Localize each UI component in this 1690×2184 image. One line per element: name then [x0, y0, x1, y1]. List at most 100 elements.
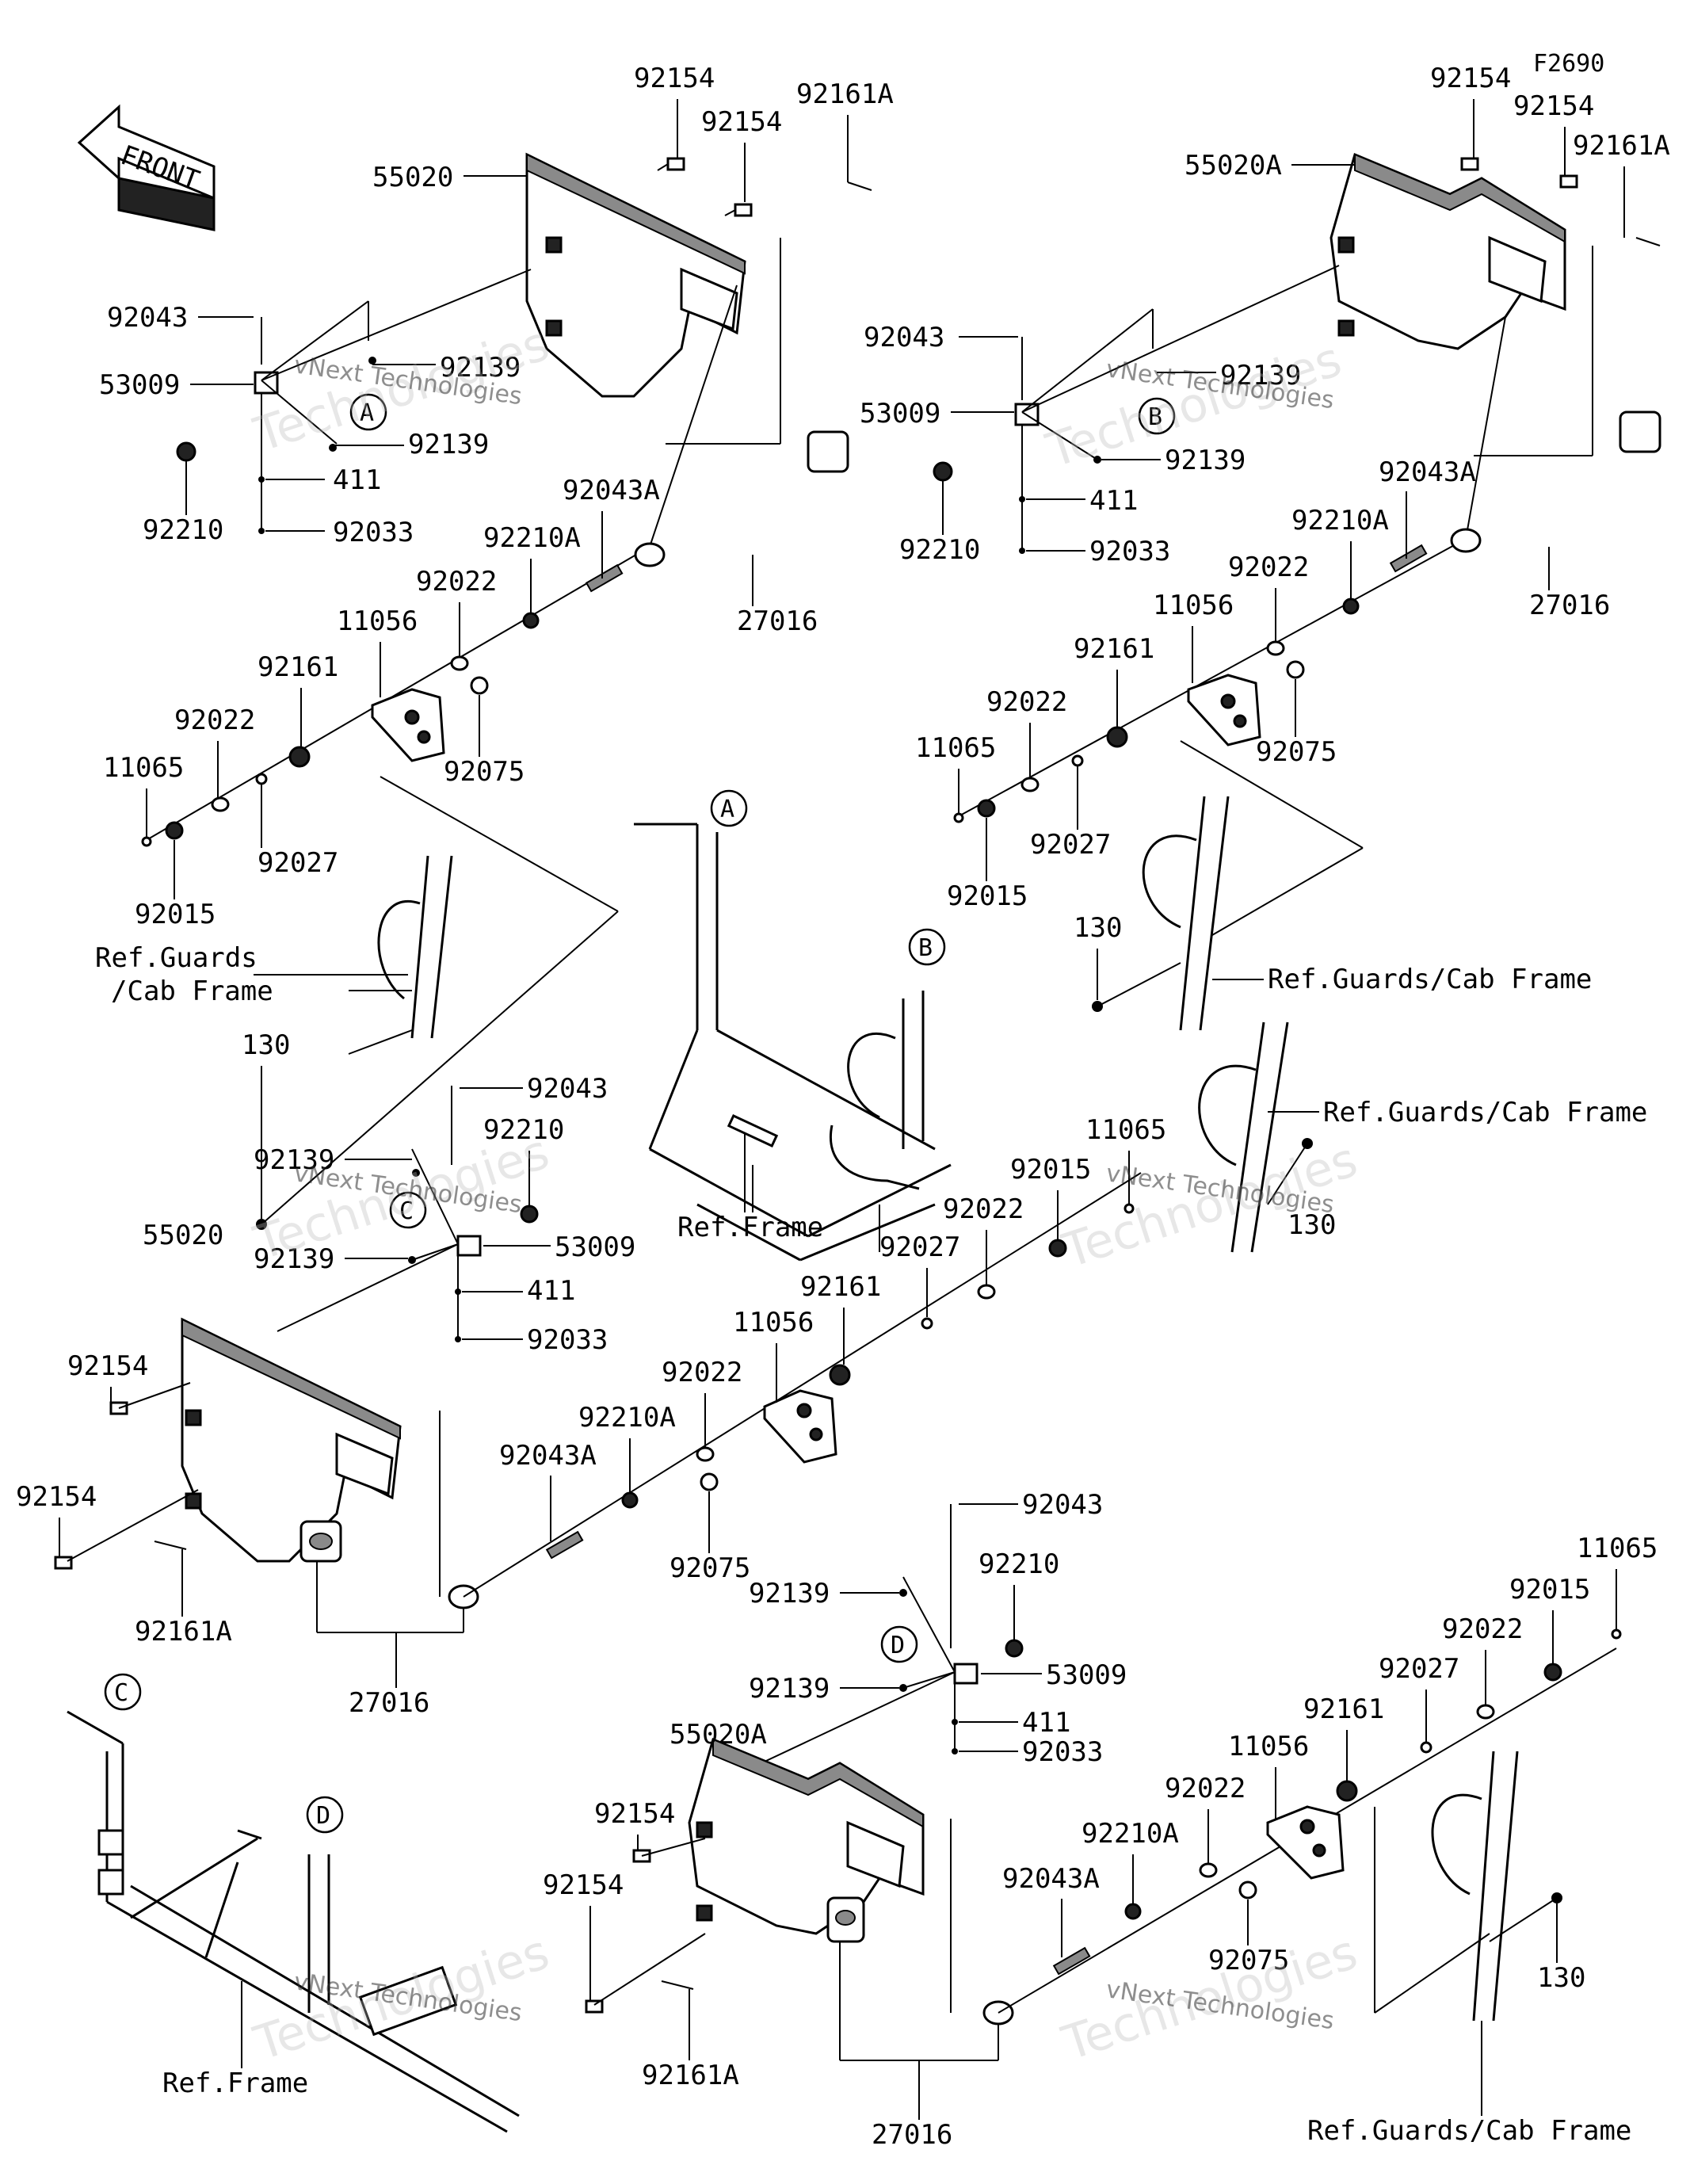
pin-11065 — [141, 836, 152, 847]
label-411: 411 — [527, 1275, 575, 1307]
collar-92075 — [1286, 660, 1305, 679]
label-92043A: 92043A — [499, 1440, 597, 1472]
callout-letter: C — [399, 1197, 414, 1225]
label-92154: 92154 — [594, 1798, 675, 1830]
nut-92210 — [520, 1205, 539, 1224]
label-92043: 92043 — [107, 302, 188, 334]
label-11065: 11065 — [1577, 1533, 1658, 1564]
bolt-92154-b — [1559, 174, 1578, 189]
label-92154: 92154 — [634, 63, 715, 94]
label-411: 411 — [1022, 1707, 1070, 1739]
label-92033: 92033 — [527, 1324, 608, 1356]
ref-guards-label: Ref.Guards/Cab Frame — [1323, 1097, 1647, 1128]
label-92139: 92139 — [1165, 445, 1246, 476]
label-11065: 11065 — [103, 752, 184, 784]
bolt-92154-a — [657, 157, 685, 171]
label-27016: 27016 — [872, 2119, 952, 2151]
bolt-92043A — [545, 1530, 584, 1560]
bracket-11056-middle-left — [763, 1389, 837, 1464]
bolt-92154-a — [1460, 157, 1479, 171]
nut-92210A — [1342, 598, 1360, 615]
labels-middle-left: 92043 92210 92139 53009 92139 411 92033 … — [16, 1073, 1647, 1719]
washer-92022-b — [1476, 1704, 1495, 1720]
label-53009: 53009 — [555, 1231, 635, 1263]
pin-92161A — [1635, 237, 1661, 246]
nut-92210 — [176, 441, 196, 462]
nut-92210A — [621, 1491, 639, 1509]
grommet-27016 — [1450, 528, 1482, 553]
pin-92161A — [661, 1980, 694, 1990]
washer-92022-b — [211, 796, 230, 812]
label-92033: 92033 — [1022, 1736, 1103, 1768]
label-11065: 11065 — [915, 732, 996, 764]
collar-92075 — [1238, 1880, 1257, 1900]
bolt-92043A — [1052, 1946, 1091, 1976]
label-92210: 92210 — [899, 534, 980, 566]
label-92139: 92139 — [440, 352, 521, 384]
pin-11065 — [1123, 1203, 1135, 1214]
label-92210A: 92210A — [578, 1402, 676, 1434]
label-11056: 11056 — [733, 1307, 814, 1338]
callout-letter: C — [114, 1679, 128, 1707]
label-53009: 53009 — [1046, 1659, 1127, 1691]
label-55020: 55020 — [372, 162, 453, 193]
label-92161: 92161 — [800, 1271, 881, 1303]
callout-letter: A — [360, 399, 374, 427]
bushing-92161 — [1106, 726, 1128, 748]
bracket-11056-top-left — [371, 688, 445, 762]
label-411: 411 — [1089, 485, 1138, 517]
assembly-bottom-right — [585, 1504, 1622, 2026]
label-92210A: 92210A — [483, 522, 581, 554]
label-92075: 92075 — [1256, 736, 1337, 768]
ref-guards-label: /Cab Frame — [111, 976, 273, 1007]
label-92154: 92154 — [1513, 90, 1594, 122]
label-92043A: 92043A — [1379, 456, 1476, 488]
reflector-27016-a — [807, 430, 849, 473]
bolt-92154-b — [54, 1556, 73, 1570]
reflector-27016 — [299, 1520, 342, 1563]
label-92075: 92075 — [444, 756, 525, 788]
grommet-27016 — [634, 542, 666, 567]
pin-11065 — [1611, 1628, 1622, 1640]
label-92022: 92022 — [943, 1193, 1024, 1225]
label-55020A: 55020A — [1185, 150, 1282, 181]
callout-letter: D — [316, 1802, 330, 1830]
label-92210A: 92210A — [1291, 505, 1389, 536]
ref-guards-label: Ref.Guards/Cab Frame — [1268, 964, 1592, 995]
label-92154: 92154 — [701, 106, 782, 138]
label-11056: 11056 — [337, 605, 418, 637]
label-92161: 92161 — [1074, 633, 1154, 665]
bushing-92161 — [288, 746, 311, 768]
front-arrow-icon: FRONT — [77, 104, 216, 231]
callout-d: D D — [306, 1625, 918, 1834]
ref-frame-label: Ref.Frame — [677, 1212, 823, 1243]
cover-55020A-bottom-right — [688, 1737, 925, 1935]
nut-92210 — [933, 461, 953, 482]
label-92139: 92139 — [254, 1144, 334, 1176]
label-130: 130 — [1288, 1209, 1336, 1241]
label-92015: 92015 — [1509, 1574, 1590, 1606]
label-92075: 92075 — [670, 1552, 750, 1584]
label-92161: 92161 — [1303, 1693, 1384, 1725]
spacer-92027 — [1071, 754, 1084, 767]
spacer-92027 — [1420, 1741, 1432, 1754]
bolt-92154-b — [724, 203, 753, 217]
assembly-top-right — [933, 152, 1661, 1031]
label-92139: 92139 — [1220, 360, 1301, 391]
label-92210A: 92210A — [1082, 1818, 1179, 1850]
label-11056: 11056 — [1153, 590, 1234, 621]
collar-92075 — [700, 1472, 719, 1491]
label-130: 130 — [242, 1029, 290, 1061]
label-92027: 92027 — [258, 847, 338, 879]
label-92027: 92027 — [1030, 829, 1111, 861]
label-92027: 92027 — [879, 1231, 960, 1263]
label-92022: 92022 — [1442, 1613, 1523, 1645]
ref-frame-label: Ref.Frame — [162, 2068, 308, 2099]
guard-top-right — [1092, 740, 1364, 1031]
label-92022: 92022 — [1165, 1773, 1246, 1804]
label-92043A: 92043A — [563, 475, 660, 506]
label-11065: 11065 — [1085, 1114, 1166, 1146]
spacer-92027 — [255, 773, 268, 785]
label-92043: 92043 — [527, 1073, 608, 1105]
label-92022: 92022 — [174, 704, 255, 736]
